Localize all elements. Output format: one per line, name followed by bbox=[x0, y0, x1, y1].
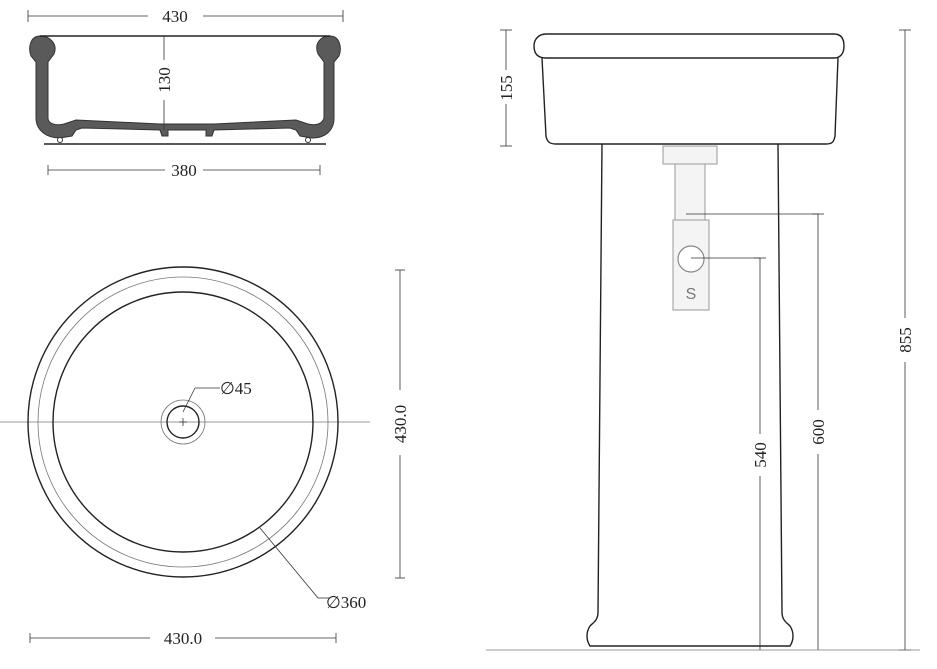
basin-section bbox=[29, 35, 341, 145]
dim-plan-height-label: 430.0 bbox=[391, 405, 410, 443]
dim-outlet-height: 540 bbox=[691, 257, 770, 650]
dim-top-width: 430 bbox=[27, 7, 344, 26]
dim-top-depth-label: 130 bbox=[155, 67, 174, 93]
dim-inner-diameter-label: ∅360 bbox=[326, 593, 366, 612]
section-view: 430 130 380 bbox=[27, 7, 344, 180]
dim-basin-height: 155 bbox=[497, 29, 516, 147]
dim-trap-height-label: 600 bbox=[809, 419, 828, 445]
dim-bottom-width: 380 bbox=[47, 161, 321, 180]
dim-outlet-height-label: 540 bbox=[751, 442, 770, 468]
dim-plan-width-label: 430.0 bbox=[164, 629, 202, 648]
siphon: S bbox=[662, 145, 718, 311]
dim-total-height: 855 bbox=[896, 29, 915, 651]
dim-drain-diameter-label: ∅45 bbox=[220, 379, 252, 398]
dim-inner-diameter: ∅360 bbox=[259, 527, 366, 612]
dim-top-width-label: 430 bbox=[162, 7, 188, 26]
dim-top-depth: 130 bbox=[155, 36, 174, 130]
dim-trap-height: 600 bbox=[686, 213, 828, 650]
dim-drain-diameter: ∅45 bbox=[182, 379, 252, 413]
front-elevation: S 155 855 600 bbox=[486, 29, 920, 651]
dim-bottom-width-label: 380 bbox=[171, 161, 197, 180]
plan-view: ∅45 ∅360 430.0 430.0 bbox=[0, 266, 410, 648]
dim-plan-width: 430.0 bbox=[29, 629, 337, 648]
dim-basin-height-label: 155 bbox=[497, 75, 516, 101]
siphon-mark: S bbox=[686, 286, 697, 303]
dim-total-height-label: 855 bbox=[896, 327, 915, 353]
dim-plan-height: 430.0 bbox=[391, 269, 410, 579]
